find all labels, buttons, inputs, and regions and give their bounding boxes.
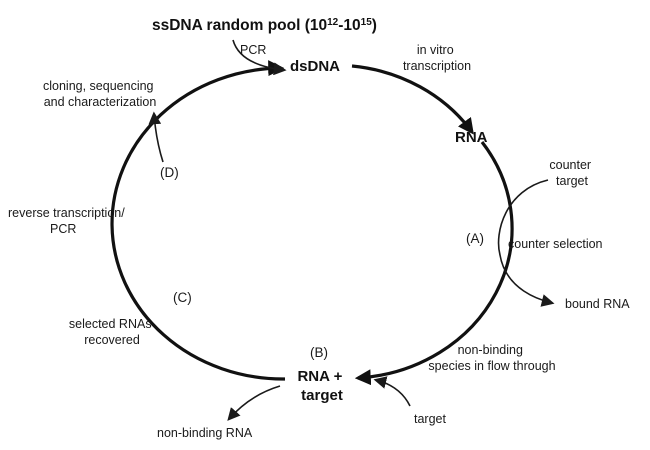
label-counter-selection: counter selection: [508, 237, 603, 251]
node-dsdna: dsDNA: [290, 58, 340, 75]
target-in-arrow: [373, 376, 411, 407]
pcr-arrow: [232, 39, 287, 76]
label-target: target: [414, 412, 446, 426]
stage-a: (A): [466, 231, 484, 246]
label-counter-target: counter target: [549, 158, 594, 188]
node-rna: RNA: [455, 129, 488, 146]
label-non-binding-rna: non-binding RNA: [157, 426, 253, 440]
arc-rna-to-target: [354, 141, 514, 386]
counter-target-arrow: [497, 179, 555, 307]
non-binding-rna-arrow: [227, 385, 281, 421]
label-selected-rnas-recovered: selected RNAs recovered: [69, 317, 155, 347]
stage-c: (C): [173, 290, 192, 305]
node-rna-target: RNA + target: [297, 368, 346, 404]
stage-b: (B): [310, 345, 328, 360]
label-reverse-transcription-pcr: reverse transcription/ PCR: [8, 206, 128, 236]
stage-d: (D): [160, 165, 179, 180]
cloning-arrow: [148, 111, 164, 163]
arc-target-to-dsdna: [110, 60, 286, 381]
label-pcr: PCR: [240, 43, 266, 57]
label-bound-rna: bound RNA: [565, 297, 630, 311]
label-non-binding-flow: non-binding species in flow through: [428, 343, 555, 373]
title: ssDNA random pool (1012-1015): [152, 17, 377, 35]
label-in-vitro-transcription: in vitro transcription: [403, 43, 471, 73]
label-cloning-sequencing: cloning, sequencing and characterization: [43, 79, 157, 109]
arc-dsdna-to-rna: [351, 64, 474, 135]
